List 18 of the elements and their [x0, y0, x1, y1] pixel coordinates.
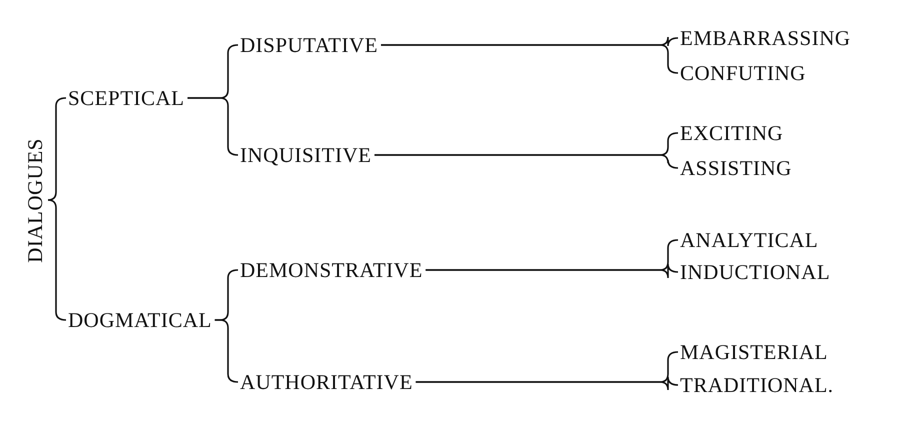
brace-connector	[426, 263, 678, 279]
category-label: INQUISITIVE	[240, 144, 372, 166]
category-label: EMBARRASSING	[680, 28, 851, 48]
category-label: TRADITIONAL.	[680, 374, 834, 396]
category-label: MAGISTERIAL	[680, 342, 828, 362]
category-label: SCEPTICAL	[68, 88, 185, 108]
brace-connector	[416, 376, 678, 391]
category-label: CONFUTING	[680, 62, 806, 84]
category-label: DIALOGUES	[24, 138, 46, 262]
category-label: ASSISTING	[680, 158, 792, 178]
category-label: DEMONSTRATIVE	[240, 260, 423, 280]
category-label: INDUCTIONAL	[680, 262, 830, 282]
category-label: DISPUTATIVE	[240, 34, 378, 56]
category-label: EXCITING	[680, 122, 784, 144]
category-label: AUTHORITATIVE	[240, 372, 413, 392]
brace-connector	[374, 154, 678, 169]
category-label: DOGMATICAL	[68, 310, 212, 330]
category-label: ANALYTICAL	[680, 230, 818, 250]
